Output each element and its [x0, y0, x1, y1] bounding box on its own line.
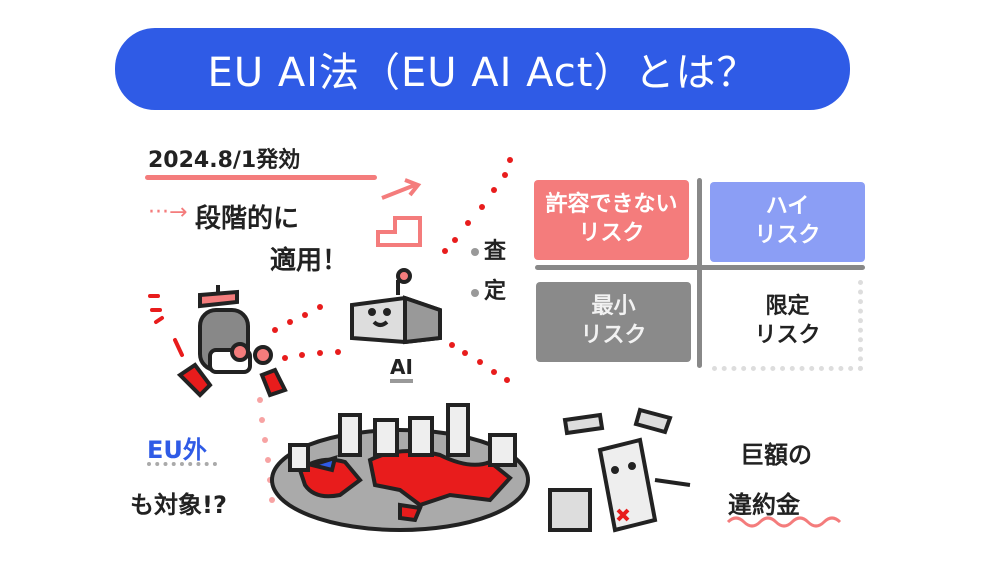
quadrant-divider-vertical: [697, 178, 702, 368]
outside-eu-label: EU外: [147, 436, 207, 464]
limited-risk-dotted-border: [712, 280, 863, 371]
quadrant-divider-horizontal: [535, 265, 865, 270]
risk-unacceptable: 許容できない リスク: [534, 180, 689, 260]
page-title: EU AI法（EU AI Act）とは？: [207, 50, 758, 96]
risk-minimal: 最小 リスク: [536, 282, 691, 362]
assessment-label: 査定: [484, 239, 507, 304]
ai-label: AI: [390, 355, 413, 383]
investigator-with-binoculars-icon: [176, 285, 288, 398]
risk-label: 限定: [765, 294, 810, 320]
world-map-icon: [270, 403, 530, 532]
risk-label: ハイ: [765, 194, 810, 220]
phased-text-line2: 適用！: [270, 246, 349, 276]
effective-date: 2024.8/1発効: [148, 148, 301, 173]
risk-label: 最小: [591, 294, 636, 320]
risk-label: リスク: [580, 323, 647, 348]
dotted-lines: [272, 157, 513, 383]
outside-eu-underline: [147, 462, 217, 466]
paying-robot-icon: [548, 407, 691, 533]
ai-robot-icon: [350, 268, 442, 345]
risk-label: リスク: [754, 323, 821, 348]
risk-label: 許容できない: [545, 192, 678, 218]
also-target-label: も対象!?: [130, 491, 227, 519]
title-banner: EU AI法（EU AI Act）とは？: [115, 28, 850, 110]
risk-limited: 限定 リスク: [710, 282, 865, 362]
risk-label: リスク: [578, 221, 645, 246]
wavy-underline: [726, 516, 842, 528]
stairs-icon: [376, 178, 422, 247]
risk-label: リスク: [754, 223, 821, 248]
date-underline: [145, 175, 377, 180]
penalty-line2: 違約金: [728, 491, 800, 519]
penalty-line1: 巨額の: [740, 441, 812, 469]
dotted-arrow-icon: ···→: [148, 200, 188, 225]
alert-lines: [148, 294, 184, 357]
phased-text-line1: 段階的に: [195, 204, 300, 234]
risk-high: ハイ リスク: [710, 182, 865, 262]
